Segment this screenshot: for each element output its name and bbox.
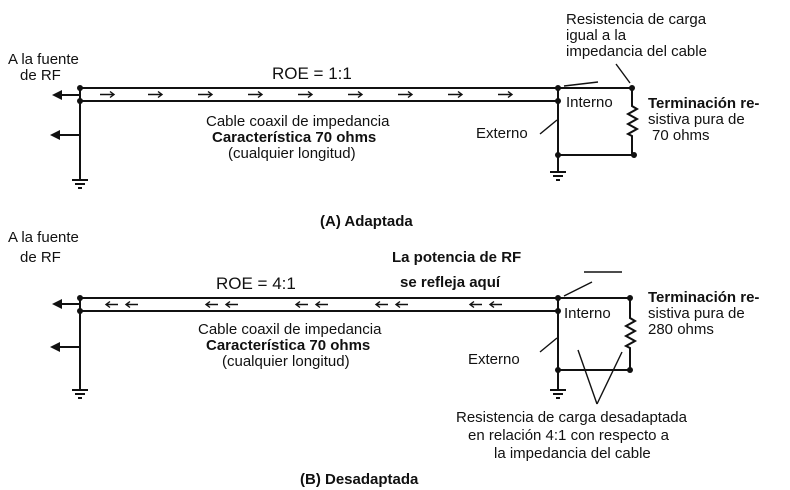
figure-b-mismatch-leader (577, 349, 598, 405)
figure-b-caption: (B) Desadaptada (300, 471, 419, 488)
figure-a-load-note: Resistencia de carga (566, 11, 707, 28)
resistor-icon (625, 88, 640, 155)
figure-b-inner-terminal-left (77, 295, 83, 301)
figure-a-cable-desc: (cualquier longitud) (228, 145, 356, 162)
figure-a-caption: (A) Adaptada (320, 213, 413, 230)
forward-arrow (100, 90, 116, 99)
forward-arrow (198, 90, 214, 99)
figure-a-outer-label: Externo (476, 125, 528, 142)
figure-b-outer-label: Externo (468, 351, 520, 368)
figure-b-cable-desc: Cable coaxil de impedancia (198, 321, 382, 338)
figure-a-matched: A la fuente de RF ROE = 1:1 Cable coaxil… (8, 11, 759, 230)
reflected-arrow (124, 300, 138, 309)
figure-a-load-leader (563, 81, 599, 87)
figure-b-mismatch-leader (596, 351, 623, 405)
figure-b-termination: Terminación re- (648, 289, 759, 306)
figure-b-source-arrow-outer (50, 342, 60, 352)
reflected-arrow (204, 300, 218, 309)
figure-b-termination: 280 ohms (648, 321, 714, 338)
ground-icon (72, 389, 88, 399)
figure-a-inner-terminal-left (77, 85, 83, 91)
figure-b-mismatched: A la fuente de RF ROE = 4:1 La potencia … (8, 229, 759, 488)
reflected-arrow (314, 300, 328, 309)
forward-arrow (298, 90, 314, 99)
figure-b-reflect-leader (563, 281, 593, 297)
figure-b-reflect-note: La potencia de RF (392, 249, 521, 266)
figure-a-source-arrow-outer (50, 130, 60, 140)
figure-b-load-bottom-left-node (555, 367, 561, 373)
forward-arrow (498, 90, 514, 99)
figure-a-load-bottom-left-node (555, 152, 561, 158)
reflected-arrow (374, 300, 388, 309)
forward-arrow (398, 90, 414, 99)
figure-a-source-label: A la fuente (8, 51, 79, 68)
figure-a-termination: sistiva pura de (648, 111, 745, 128)
figure-a-inner-label: Interno (566, 94, 613, 111)
figure-a-load-note: igual a la (566, 27, 627, 44)
figure-b-outer-leader (539, 337, 558, 353)
figure-b-roe: ROE = 4:1 (216, 274, 296, 293)
figure-b-mismatch-note: la impedancia del cable (494, 445, 651, 462)
figure-a-termination: 70 ohms (652, 127, 710, 144)
reflected-arrow (224, 300, 238, 309)
figure-b-inner-label: Interno (564, 305, 611, 322)
reflected-arrow (104, 300, 118, 309)
forward-arrow (148, 90, 164, 99)
figure-b-cable-desc: (cualquier longitud) (222, 353, 350, 370)
figure-a-source-label: de RF (20, 67, 61, 84)
figure-a-source-arrow-inner (52, 90, 62, 100)
figure-b-reflected-arrows (104, 300, 502, 309)
figure-b-source-arrow-inner (52, 299, 62, 309)
reflected-arrow (468, 300, 482, 309)
figure-b-cable-desc: Característica 70 ohms (206, 337, 370, 354)
figure-b-source-label: A la fuente (8, 229, 79, 246)
figure-a-load-note: impedancia del cable (566, 43, 707, 60)
forward-arrow (248, 90, 264, 99)
figure-b-reflect-note: se refleja aquí (400, 274, 501, 291)
forward-arrow (348, 90, 364, 99)
ground-icon (550, 171, 566, 181)
figure-a-outer-leader (539, 119, 558, 135)
resistor-icon (623, 298, 638, 370)
figure-a-termination: Terminación re- (648, 95, 759, 112)
reflected-arrow (394, 300, 408, 309)
reflected-arrow (294, 300, 308, 309)
reflected-arrow (488, 300, 502, 309)
ground-icon (72, 179, 88, 189)
forward-arrow (448, 90, 464, 99)
figure-b-source-label: de RF (20, 249, 61, 266)
figure-b-termination: sistiva pura de (648, 305, 745, 322)
figure-a-load-leader (615, 63, 631, 84)
figure-a-forward-arrows (100, 90, 514, 99)
ground-icon (550, 389, 566, 399)
figure-a-cable-desc: Cable coaxil de impedancia (206, 113, 390, 130)
figure-b-mismatch-note: Resistencia de carga desadaptada (456, 409, 688, 426)
figure-a-cable-desc: Característica 70 ohms (212, 129, 376, 146)
figure-b-mismatch-note: en relación 4:1 con respecto a (468, 427, 670, 444)
figure-a-roe: ROE = 1:1 (272, 64, 352, 83)
